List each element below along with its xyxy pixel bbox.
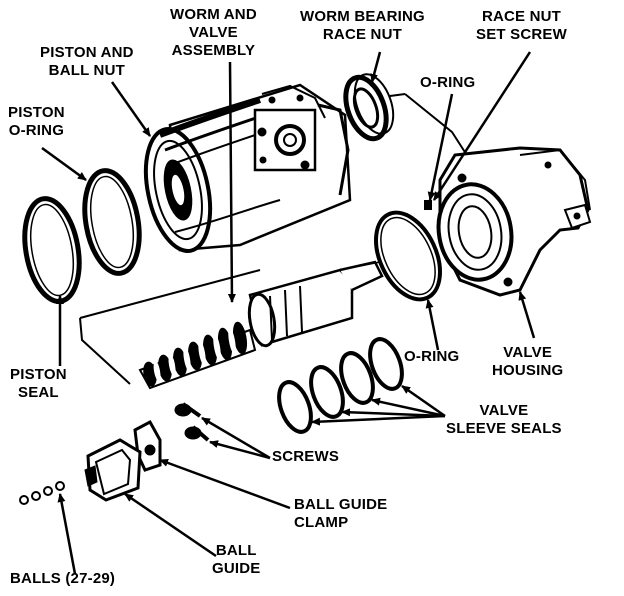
leader-o-ring-bottom bbox=[425, 299, 440, 351]
leader-valve-sleeve-4 bbox=[401, 384, 446, 418]
leader-valve-sleeve-3 bbox=[371, 397, 446, 418]
label-worm-and-valve-assembly: WORM AND VALVE ASSEMBLY bbox=[170, 6, 257, 59]
o-ring-valve-ring bbox=[374, 210, 442, 302]
label-piston-seal: PISTON SEAL bbox=[10, 366, 67, 401]
screws-part bbox=[174, 402, 210, 442]
ball-guide-part bbox=[84, 438, 142, 502]
label-worm-bearing-race-nut: WORM BEARING RACE NUT bbox=[300, 8, 425, 43]
label-race-nut-set-screw: RACE NUT SET SCREW bbox=[476, 8, 567, 43]
balls-part bbox=[19, 481, 65, 505]
leader-o-ring-top bbox=[427, 93, 454, 201]
leader-balls bbox=[57, 493, 77, 575]
leader-race-nut-set-screw bbox=[432, 51, 532, 201]
leader-valve-sleeve-1 bbox=[311, 414, 446, 426]
piston-o-ring-ring bbox=[82, 168, 142, 276]
leader-valve-sleeve-2 bbox=[341, 408, 446, 418]
leader-screws-1 bbox=[201, 416, 271, 460]
label-valve-sleeve-seals: VALVE SLEEVE SEALS bbox=[446, 402, 562, 437]
label-ball-guide: BALL GUIDE bbox=[212, 542, 261, 577]
leader-ball-guide-clamp bbox=[159, 458, 291, 510]
label-o-ring-bottom: O-RING bbox=[404, 348, 460, 365]
piston-seal-ring bbox=[22, 196, 82, 304]
label-ball-guide-clamp: BALL GUIDE CLAMP bbox=[294, 496, 388, 531]
worm-and-valve-shaft-part bbox=[138, 260, 384, 390]
valve-sleeve-seals-part bbox=[277, 337, 404, 434]
label-piston-and-ball-nut: PISTON AND BALL NUT bbox=[40, 44, 134, 79]
leader-piston-o-ring bbox=[41, 146, 87, 182]
label-balls: BALLS (27-29) bbox=[10, 570, 116, 587]
label-piston-o-ring: PISTON O-RING bbox=[8, 104, 65, 139]
leader-piston-and-ball-nut bbox=[110, 81, 152, 137]
leader-screws-2 bbox=[209, 440, 271, 460]
leader-worm-and-valve bbox=[227, 61, 236, 303]
race-nut-set-screw-part bbox=[424, 200, 432, 210]
label-screws: SCREWS bbox=[272, 448, 340, 465]
piston-and-ball-nut-part bbox=[143, 83, 352, 253]
leader-lines bbox=[41, 51, 536, 575]
leader-ball-guide bbox=[124, 492, 217, 558]
worm-bearing-race-nut-part bbox=[343, 73, 395, 142]
label-valve-housing: VALVE HOUSING bbox=[492, 344, 564, 379]
leader-valve-housing bbox=[518, 291, 536, 339]
valve-housing-part bbox=[436, 146, 592, 297]
leader-worm-bearing-race-nut bbox=[370, 51, 382, 83]
label-o-ring-top: O-RING bbox=[420, 74, 476, 91]
